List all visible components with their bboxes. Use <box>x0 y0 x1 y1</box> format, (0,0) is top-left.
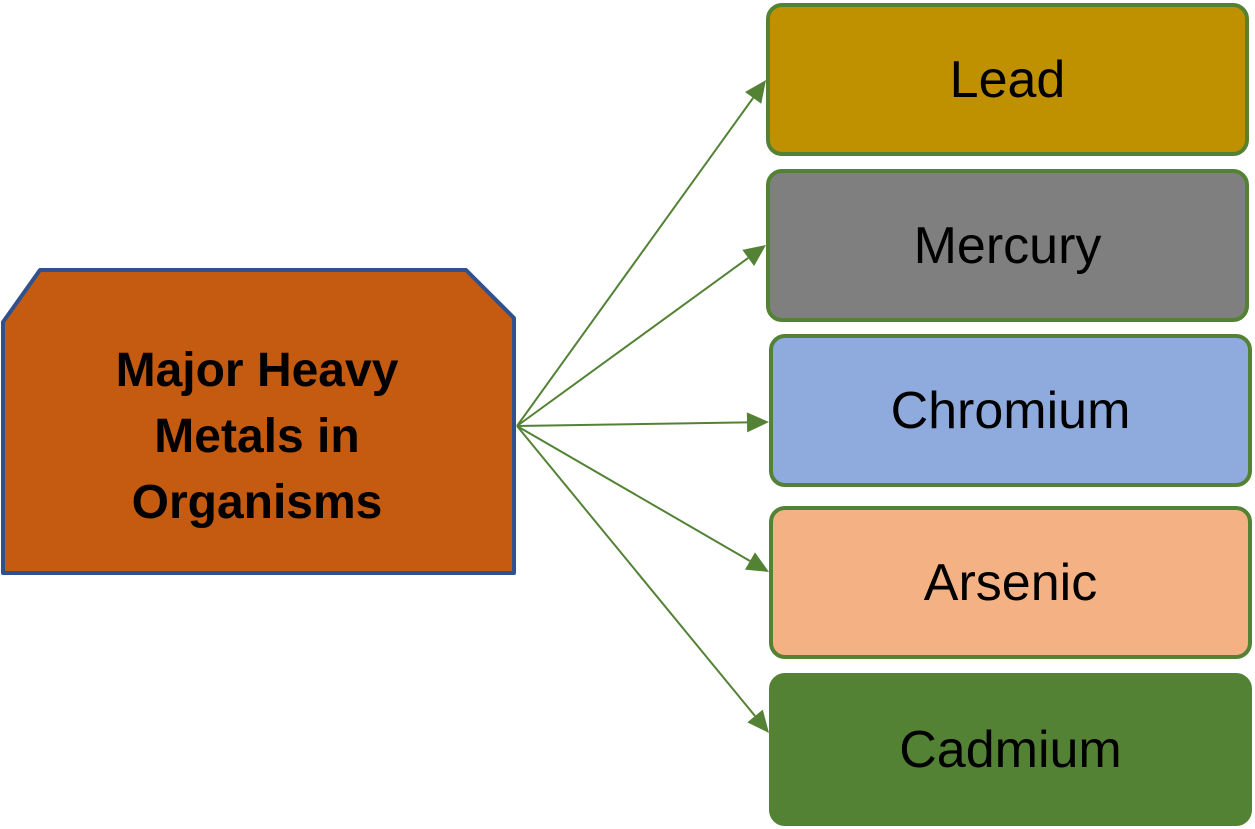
connector-line-lead <box>516 97 754 427</box>
source-shape <box>1 268 516 575</box>
source-label-line-3: Organisms <box>131 476 383 529</box>
arrowhead-cadmium <box>747 709 769 733</box>
connector-line-cadmium <box>516 425 756 717</box>
connector-line-mercury <box>516 257 749 427</box>
connector-line-arsenic <box>516 425 751 562</box>
metal-label-chromium: Chromium <box>890 381 1131 440</box>
metal-box-lead: Lead <box>766 3 1249 156</box>
connectors <box>516 80 769 733</box>
source-label-line-1: Major Heavy <box>115 344 399 397</box>
arrowhead-lead <box>745 80 766 104</box>
metal-label-lead: Lead <box>949 50 1066 109</box>
metal-box-cadmium: Cadmium <box>769 673 1252 826</box>
arrowhead-mercury <box>742 245 766 267</box>
arrowhead-chromium <box>746 412 769 433</box>
metal-box-chromium: Chromium <box>769 334 1252 487</box>
connector-line-chromium <box>516 421 748 427</box>
arrowhead-arsenic <box>744 552 769 572</box>
metal-label-mercury: Mercury <box>913 216 1102 275</box>
source-label: Major Heavy Metals in Organisms <box>40 338 474 536</box>
metal-box-mercury: Mercury <box>766 169 1249 322</box>
metal-label-arsenic: Arsenic <box>923 553 1098 612</box>
metal-box-arsenic: Arsenic <box>769 506 1252 659</box>
metal-label-cadmium: Cadmium <box>899 720 1122 779</box>
source-label-line-2: Metals in <box>154 410 360 463</box>
